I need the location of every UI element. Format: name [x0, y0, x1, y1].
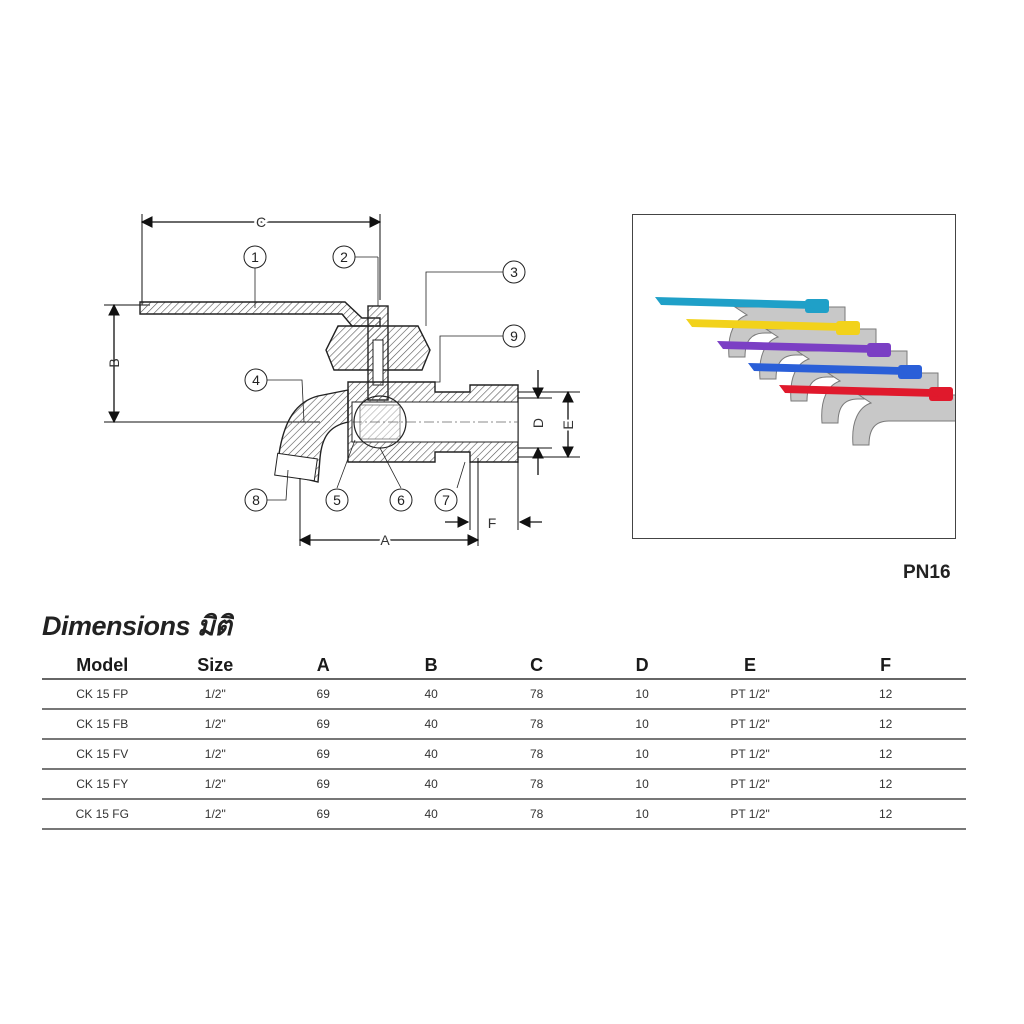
table-cell: 10 [589, 739, 695, 770]
table-cell: 69 [267, 769, 379, 800]
spout-outlet [274, 452, 318, 482]
table-cell: PT 1/2" [694, 799, 806, 830]
table-cell: 1/2" [162, 709, 268, 740]
table-cell: 40 [378, 679, 484, 710]
table-cell: 1/2" [162, 739, 268, 770]
part-callout-9: 9 [410, 324, 526, 383]
table-cell: 10 [589, 769, 695, 800]
header-a: A [267, 646, 379, 680]
svg-text:2: 2 [340, 249, 348, 265]
part-callout-6: 6 [379, 447, 413, 512]
svg-text:1: 1 [251, 249, 259, 265]
dimension-label-f: F [488, 515, 497, 531]
svg-text:7: 7 [442, 492, 450, 508]
table-cell: 78 [483, 769, 590, 800]
part-callout-5: 5 [325, 439, 356, 512]
part-callout-4: 4 [244, 368, 305, 423]
dimension-c: C [140, 212, 382, 305]
table-cell: 12 [805, 679, 966, 710]
header-model: Model [42, 646, 163, 680]
table-cell: CK 15 FB [42, 709, 163, 740]
faucet-5 [779, 385, 970, 446]
table-cell: 40 [378, 769, 484, 800]
part-callout-8: 8 [244, 469, 289, 512]
svg-text:6: 6 [397, 492, 405, 508]
table-cell: 10 [589, 709, 695, 740]
dimension-a: A [298, 458, 480, 551]
svg-text:3: 3 [510, 264, 518, 280]
table-cell: CK 15 FG [42, 799, 163, 830]
dimension-d: D [518, 370, 552, 475]
header-c: C [483, 646, 590, 680]
dimension-label-a: A [380, 532, 390, 548]
dimension-label-e: E [560, 420, 576, 429]
part-callout-3: 3 [425, 260, 526, 326]
section-title: Dimensions มิติ [42, 611, 232, 641]
dimension-e: E [518, 390, 580, 459]
table-cell: 78 [483, 799, 590, 830]
valve-cross-section-diagram: C B A D E [104, 212, 580, 551]
lever-handle [139, 301, 381, 327]
table-cell: CK 15 FV [42, 739, 163, 770]
svg-text:4: 4 [252, 372, 260, 388]
part-callout-1: 1 [243, 245, 267, 308]
svg-text:5: 5 [333, 492, 341, 508]
part-callout-2: 2 [332, 245, 379, 306]
header-b: B [378, 646, 484, 680]
table-cell: 12 [805, 739, 966, 770]
header-f: F [805, 646, 966, 680]
table-cell: 78 [483, 709, 590, 740]
table-cell: 1/2" [162, 799, 268, 830]
table-cell: 69 [267, 799, 379, 830]
dimension-label-b: B [106, 358, 122, 367]
table-cell: CK 15 FY [42, 769, 163, 800]
table-cell: 40 [378, 739, 484, 770]
table-cell: PT 1/2" [694, 709, 806, 740]
product-photo-frame [632, 214, 970, 539]
svg-text:8: 8 [252, 492, 260, 508]
pressure-rating: PN16 [903, 562, 951, 583]
dimension-f: F [445, 462, 542, 531]
table-cell: PT 1/2" [694, 739, 806, 770]
table-cell: 1/2" [162, 769, 268, 800]
header-size: Size [162, 646, 268, 680]
table-cell: 10 [589, 679, 695, 710]
table-cell: PT 1/2" [694, 679, 806, 710]
dimension-label-c: C [256, 214, 266, 230]
dimension-label-d: D [530, 418, 546, 428]
table-cell: 69 [267, 739, 379, 770]
dimension-b: B [104, 303, 320, 424]
header-e: E [694, 646, 806, 680]
part-callout-7: 7 [434, 461, 466, 512]
table-cell: 1/2" [162, 679, 268, 710]
product-photo [655, 297, 970, 446]
table-cell: 78 [483, 679, 590, 710]
table-cell: CK 15 FP [42, 679, 163, 710]
table-cell: 40 [378, 799, 484, 830]
table-cell: 10 [589, 799, 695, 830]
table-cell: 12 [805, 769, 966, 800]
table-cell: PT 1/2" [694, 769, 806, 800]
svg-text:9: 9 [510, 328, 518, 344]
header-d: D [589, 646, 695, 680]
table-cell: 78 [483, 739, 590, 770]
table-cell: 12 [805, 799, 966, 830]
table-cell: 69 [267, 709, 379, 740]
table-cell: 69 [267, 679, 379, 710]
table-cell: 12 [805, 709, 966, 740]
table-cell: 40 [378, 709, 484, 740]
table-header-row: Model Size A B C D E F [42, 646, 966, 680]
